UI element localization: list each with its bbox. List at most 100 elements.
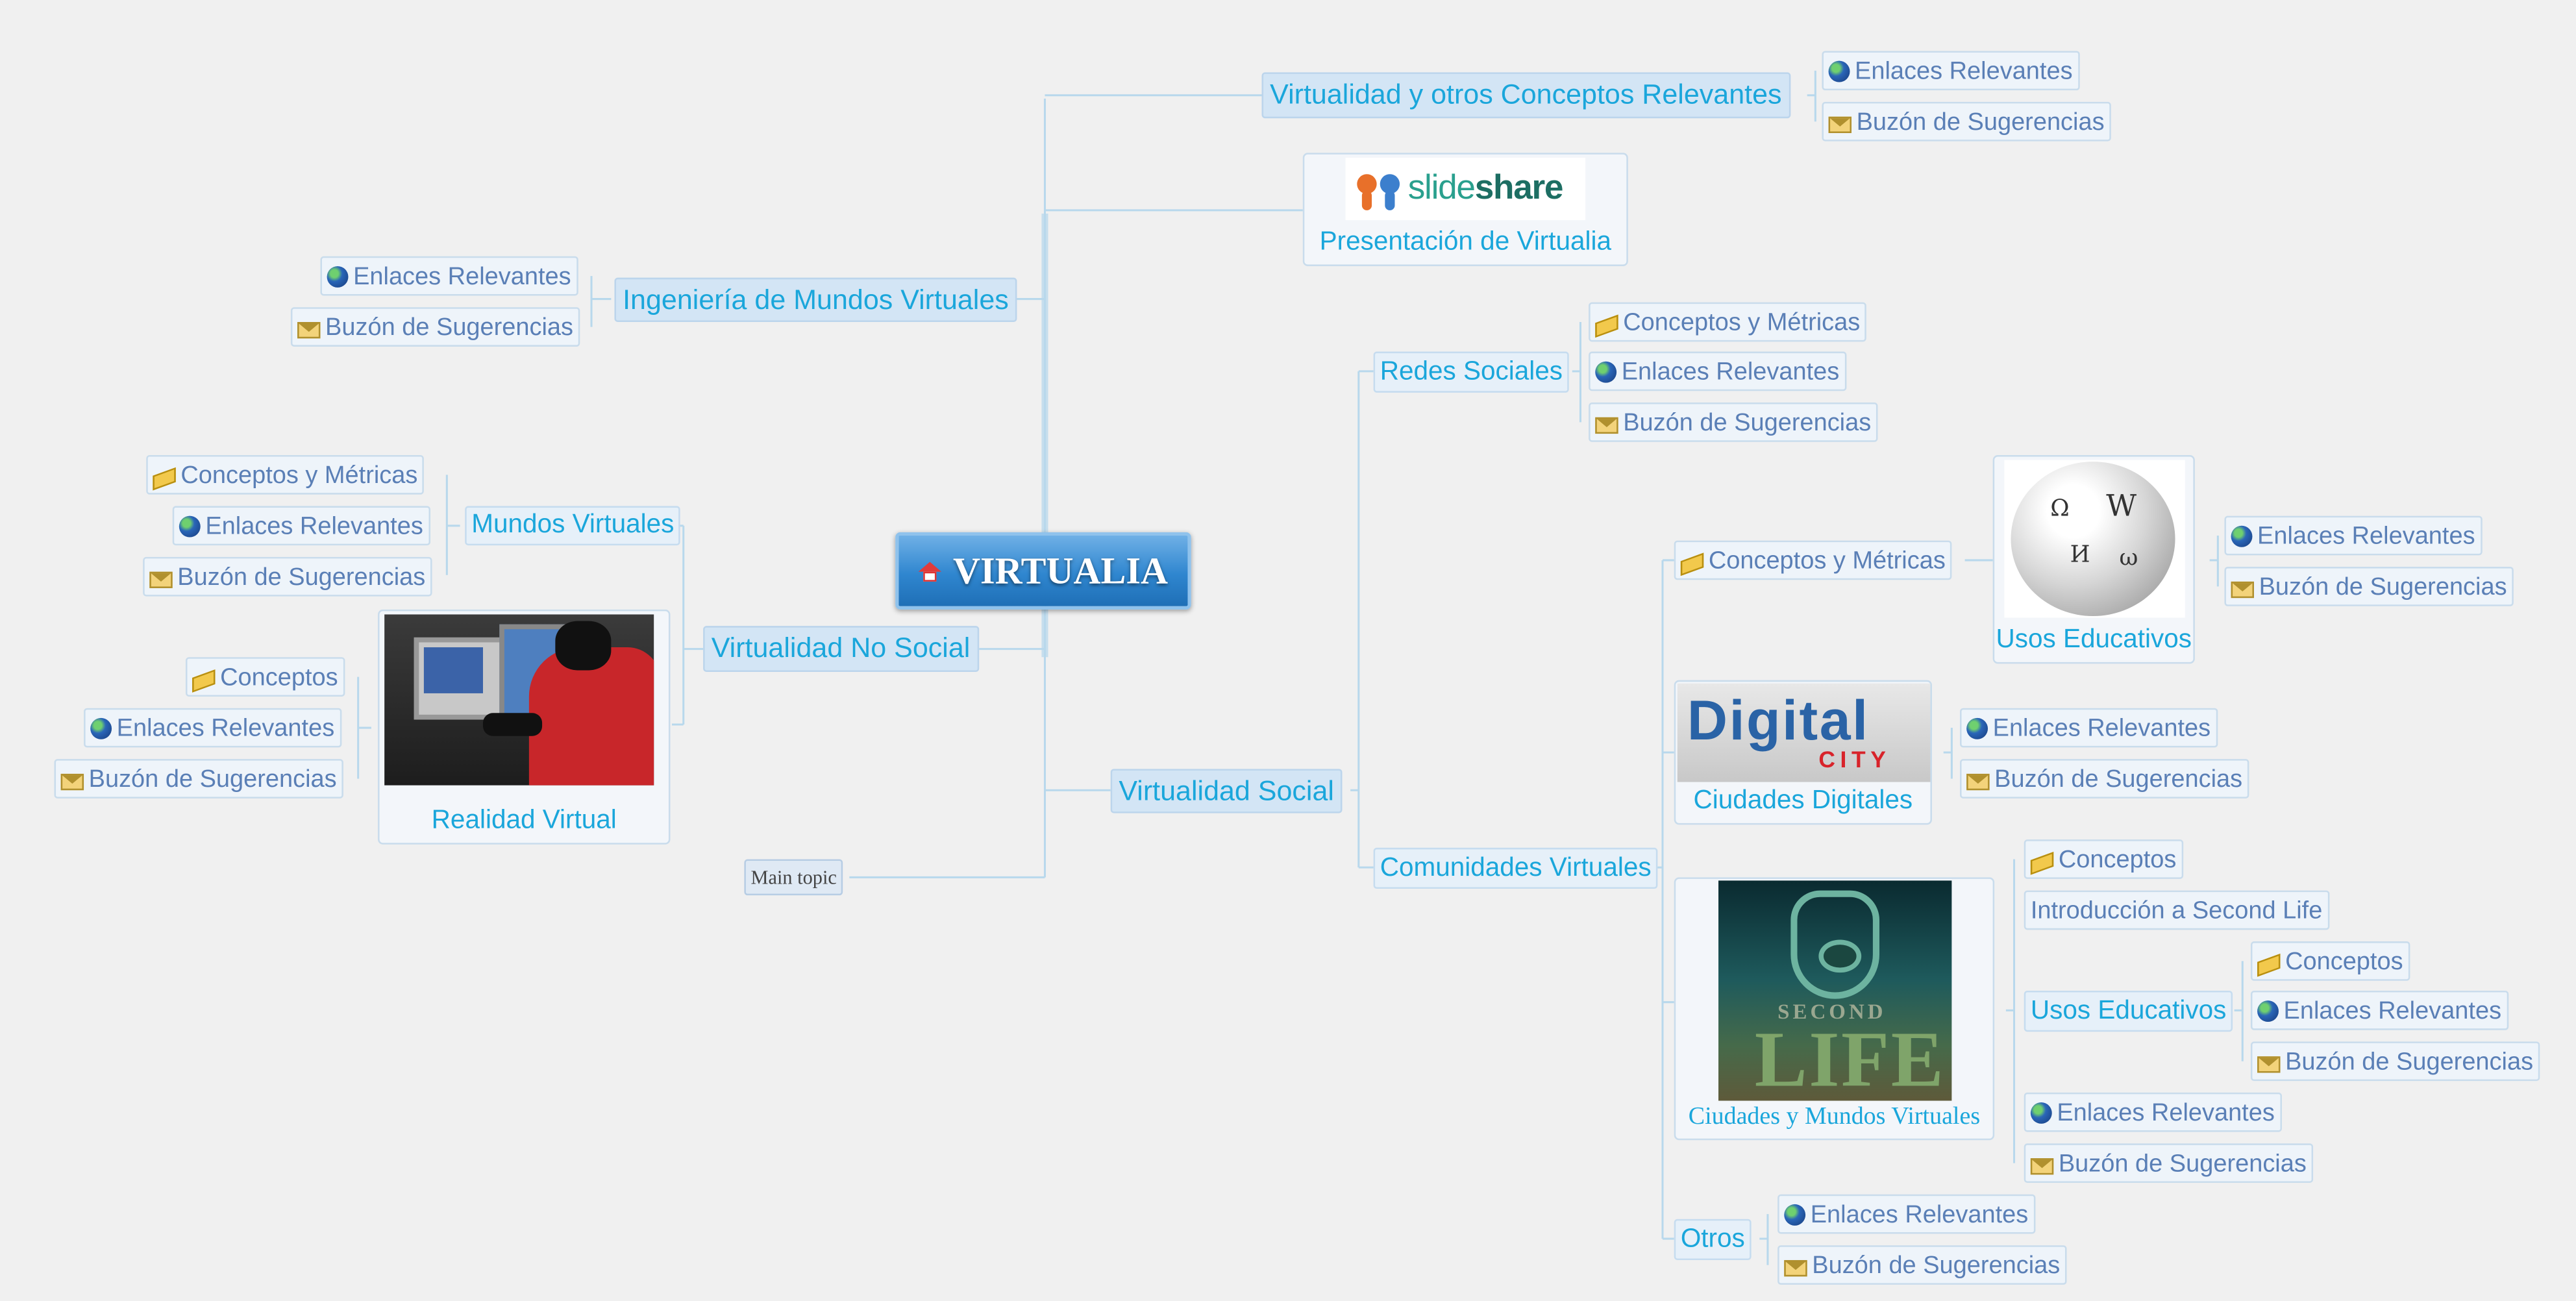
leaf-buzon-sugerencias[interactable]: Buzón de Sugerencias xyxy=(143,556,432,597)
leaf-label: Conceptos xyxy=(220,663,338,691)
leaf-buzon-sugerencias[interactable]: Buzón de Sugerencias xyxy=(2224,567,2514,606)
leaf-label: Conceptos y Métricas xyxy=(1708,546,1946,575)
topic-label: Usos Educativos xyxy=(1996,626,2192,654)
book-icon xyxy=(2030,850,2054,874)
leaf-conceptos[interactable]: Conceptos xyxy=(2250,941,2410,981)
topic-label: Virtualidad Social xyxy=(1119,774,1334,806)
globe-icon xyxy=(2257,999,2279,1021)
book-icon xyxy=(192,668,216,692)
globe-icon xyxy=(179,515,201,537)
leaf-label: Buzón de Sugerencias xyxy=(1856,107,2105,136)
leaf-buzon-sugerencias[interactable]: Buzón de Sugerencias xyxy=(54,759,343,799)
slideshare-wordmark: slideshare xyxy=(1407,169,1564,207)
topic-usos-educativos-wiki[interactable]: Ω W И ω Usos Educativos xyxy=(1992,454,2195,664)
book-icon xyxy=(1595,314,1618,337)
topic-virtualidad-social[interactable]: Virtualidad Social xyxy=(1110,769,1343,813)
wikipedia-globe-image: Ω W И ω xyxy=(2004,460,2185,618)
topic-label: Presentación de Virtualia xyxy=(1319,228,1612,256)
leaf-label: Enlaces Relevantes xyxy=(353,262,571,290)
leaf-conceptos-metricas[interactable]: Conceptos y Métricas xyxy=(1589,302,1867,342)
central-topic-virtualia[interactable]: VIRTUALIA xyxy=(895,532,1191,610)
leaf-enlaces-relevantes[interactable]: Enlaces Relevantes xyxy=(2224,515,2482,556)
envelope-icon xyxy=(1784,1259,1807,1277)
topic-label: Ingeniería de Mundos Virtuales xyxy=(623,283,1009,315)
envelope-icon xyxy=(2231,581,2254,599)
leaf-buzon-sugerencias[interactable]: Buzón de Sugerencias xyxy=(1589,402,1878,442)
slideshare-logo: slideshare xyxy=(1345,157,1586,221)
leaf-introduccion-second-life[interactable]: Introducción a Second Life xyxy=(2024,890,2329,930)
envelope-icon xyxy=(1828,116,1852,133)
leaf-buzon-sugerencias[interactable]: Buzón de Sugerencias xyxy=(2250,1041,2540,1082)
leaf-label: Enlaces Relevantes xyxy=(2283,996,2502,1024)
topic-label: Redes Sociales xyxy=(1380,357,1563,386)
topic-label: Mundos Virtuales xyxy=(471,511,675,539)
leaf-label: Buzón de Sugerencias xyxy=(325,313,574,341)
topic-realidad-virtual[interactable]: Realidad Virtual xyxy=(378,609,671,845)
topic-label: Realidad Virtual xyxy=(431,806,617,835)
topic-usos-educativos-second-life[interactable]: Usos Educativos xyxy=(2024,990,2233,1032)
leaf-enlaces-relevantes[interactable]: Enlaces Relevantes xyxy=(2024,1092,2281,1132)
leaf-label: Buzón de Sugerencias xyxy=(1623,408,1872,436)
topic-ingenieria-mundos-virtuales[interactable]: Ingeniería de Mundos Virtuales xyxy=(614,277,1017,322)
topic-label: Ciudades y Mundos Virtuales xyxy=(1688,1104,1981,1131)
leaf-label: Enlaces Relevantes xyxy=(1810,1200,2029,1228)
topic-otros[interactable]: Otros xyxy=(1674,1219,1752,1260)
leaf-label: Enlaces Relevantes xyxy=(2057,1098,2275,1126)
envelope-icon xyxy=(2030,1158,2054,1175)
leaf-buzon-sugerencias[interactable]: Buzón de Sugerencias xyxy=(1822,101,2111,142)
leaf-label: Buzón de Sugerencias xyxy=(2285,1047,2534,1076)
leaf-label: Buzón de Sugerencias xyxy=(1812,1251,2061,1280)
leaf-label: Enlaces Relevantes xyxy=(2257,521,2475,550)
leaf-enlaces-relevantes[interactable]: Enlaces Relevantes xyxy=(1822,51,2079,91)
leaf-label: Buzón de Sugerencias xyxy=(2259,572,2507,601)
leaf-buzon-sugerencias[interactable]: Buzón de Sugerencias xyxy=(290,307,580,347)
envelope-icon xyxy=(2257,1056,2281,1073)
leaf-label: Enlaces Relevantes xyxy=(1621,357,1840,386)
topic-label: Usos Educativos xyxy=(2030,996,2227,1024)
leaf-conceptos[interactable]: Conceptos xyxy=(185,657,345,697)
envelope-icon xyxy=(149,571,173,588)
leaf-enlaces-relevantes[interactable]: Enlaces Relevantes xyxy=(2250,990,2508,1030)
leaf-enlaces-relevantes[interactable]: Enlaces Relevantes xyxy=(1777,1194,2035,1234)
envelope-icon xyxy=(1595,417,1618,434)
topic-label: Main topic xyxy=(750,865,837,888)
leaf-conceptos-metricas[interactable]: Conceptos y Métricas xyxy=(1674,540,1952,580)
leaf-label: Conceptos y Métricas xyxy=(180,460,418,489)
leaf-buzon-sugerencias[interactable]: Buzón de Sugerencias xyxy=(1960,759,2249,799)
topic-label: Otros xyxy=(1680,1224,1745,1253)
topic-presentacion-virtualia[interactable]: slideshare Presentación de Virtualia xyxy=(1302,153,1628,266)
leaf-conceptos[interactable]: Conceptos xyxy=(2024,839,2183,879)
leaf-enlaces-relevantes[interactable]: Enlaces Relevantes xyxy=(1589,351,1846,391)
globe-icon xyxy=(1828,60,1850,82)
topic-label: Virtualidad No Social xyxy=(711,632,971,664)
globe-icon xyxy=(2231,525,2253,547)
topic-virtualidad-no-social[interactable]: Virtualidad No Social xyxy=(703,626,978,673)
topic-comunidades-virtuales[interactable]: Comunidades Virtuales xyxy=(1373,847,1658,889)
central-topic-label: VIRTUALIA xyxy=(952,549,1169,591)
leaf-buzon-sugerencias[interactable]: Buzón de Sugerencias xyxy=(1777,1245,2067,1285)
leaf-enlaces-relevantes[interactable]: Enlaces Relevantes xyxy=(320,256,578,296)
leaf-label: Enlaces Relevantes xyxy=(1855,56,2073,85)
leaf-enlaces-relevantes[interactable]: Enlaces Relevantes xyxy=(84,708,341,748)
topic-ciudades-mundos-virtuales[interactable]: SECOND LIFE Ciudades y Mundos Virtuales xyxy=(1674,877,1995,1141)
globe-icon xyxy=(1966,717,1988,739)
leaf-label: Buzón de Sugerencias xyxy=(177,562,426,591)
second-life-logo: SECOND LIFE xyxy=(1718,880,1952,1101)
leaf-label: Buzón de Sugerencias xyxy=(1994,764,2243,793)
topic-virtualidad-otros-conceptos[interactable]: Virtualidad y otros Conceptos Relevantes xyxy=(1261,72,1790,119)
leaf-conceptos-metricas[interactable]: Conceptos y Métricas xyxy=(146,454,425,495)
leaf-enlaces-relevantes[interactable]: Enlaces Relevantes xyxy=(1960,708,2218,748)
virtual-reality-photo xyxy=(384,614,654,786)
topic-redes-sociales[interactable]: Redes Sociales xyxy=(1373,351,1570,393)
leaf-enlaces-relevantes[interactable]: Enlaces Relevantes xyxy=(172,506,430,546)
leaf-buzon-sugerencias[interactable]: Buzón de Sugerencias xyxy=(2024,1143,2313,1183)
envelope-icon xyxy=(1966,773,1990,791)
leaf-label: Enlaces Relevantes xyxy=(205,512,423,540)
topic-mundos-virtuales[interactable]: Mundos Virtuales xyxy=(465,506,681,546)
topic-label: Comunidades Virtuales xyxy=(1380,853,1652,882)
book-icon xyxy=(153,466,176,490)
topic-ciudades-digitales[interactable]: Digital CITY Ciudades Digitales xyxy=(1674,680,1932,825)
main-topic-node[interactable]: Main topic xyxy=(744,859,844,896)
digital-city-logo: Digital CITY xyxy=(1677,683,1931,782)
